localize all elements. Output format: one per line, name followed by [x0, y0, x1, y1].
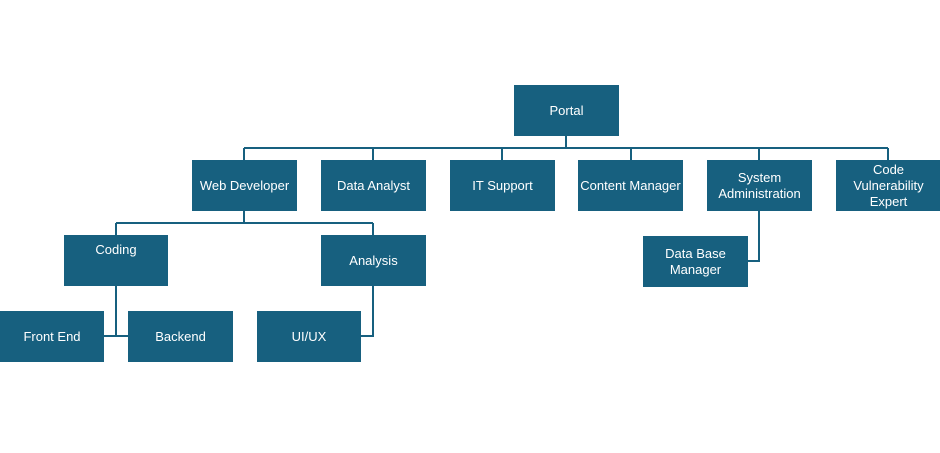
node-analysis: Analysis [321, 235, 426, 286]
connector-sysadmin-trunk [748, 211, 760, 262]
node-front-end: Front End [0, 311, 104, 362]
node-ui-ux: UI/UX [257, 311, 361, 362]
node-web-developer: Web Developer [192, 160, 297, 211]
node-code-vulnerability-expert: Code Vulnerability Expert [836, 160, 940, 211]
node-coding: Coding [64, 235, 168, 286]
node-portal: Portal [514, 85, 619, 136]
node-it-support: IT Support [450, 160, 555, 211]
connector-analysis-trunk [361, 286, 374, 337]
node-data-base-manager: Data Base Manager [643, 236, 748, 287]
node-data-analyst: Data Analyst [321, 160, 426, 211]
node-backend: Backend [128, 311, 233, 362]
node-content-manager: Content Manager [578, 160, 683, 211]
node-system-administration: System Administration [707, 160, 812, 211]
